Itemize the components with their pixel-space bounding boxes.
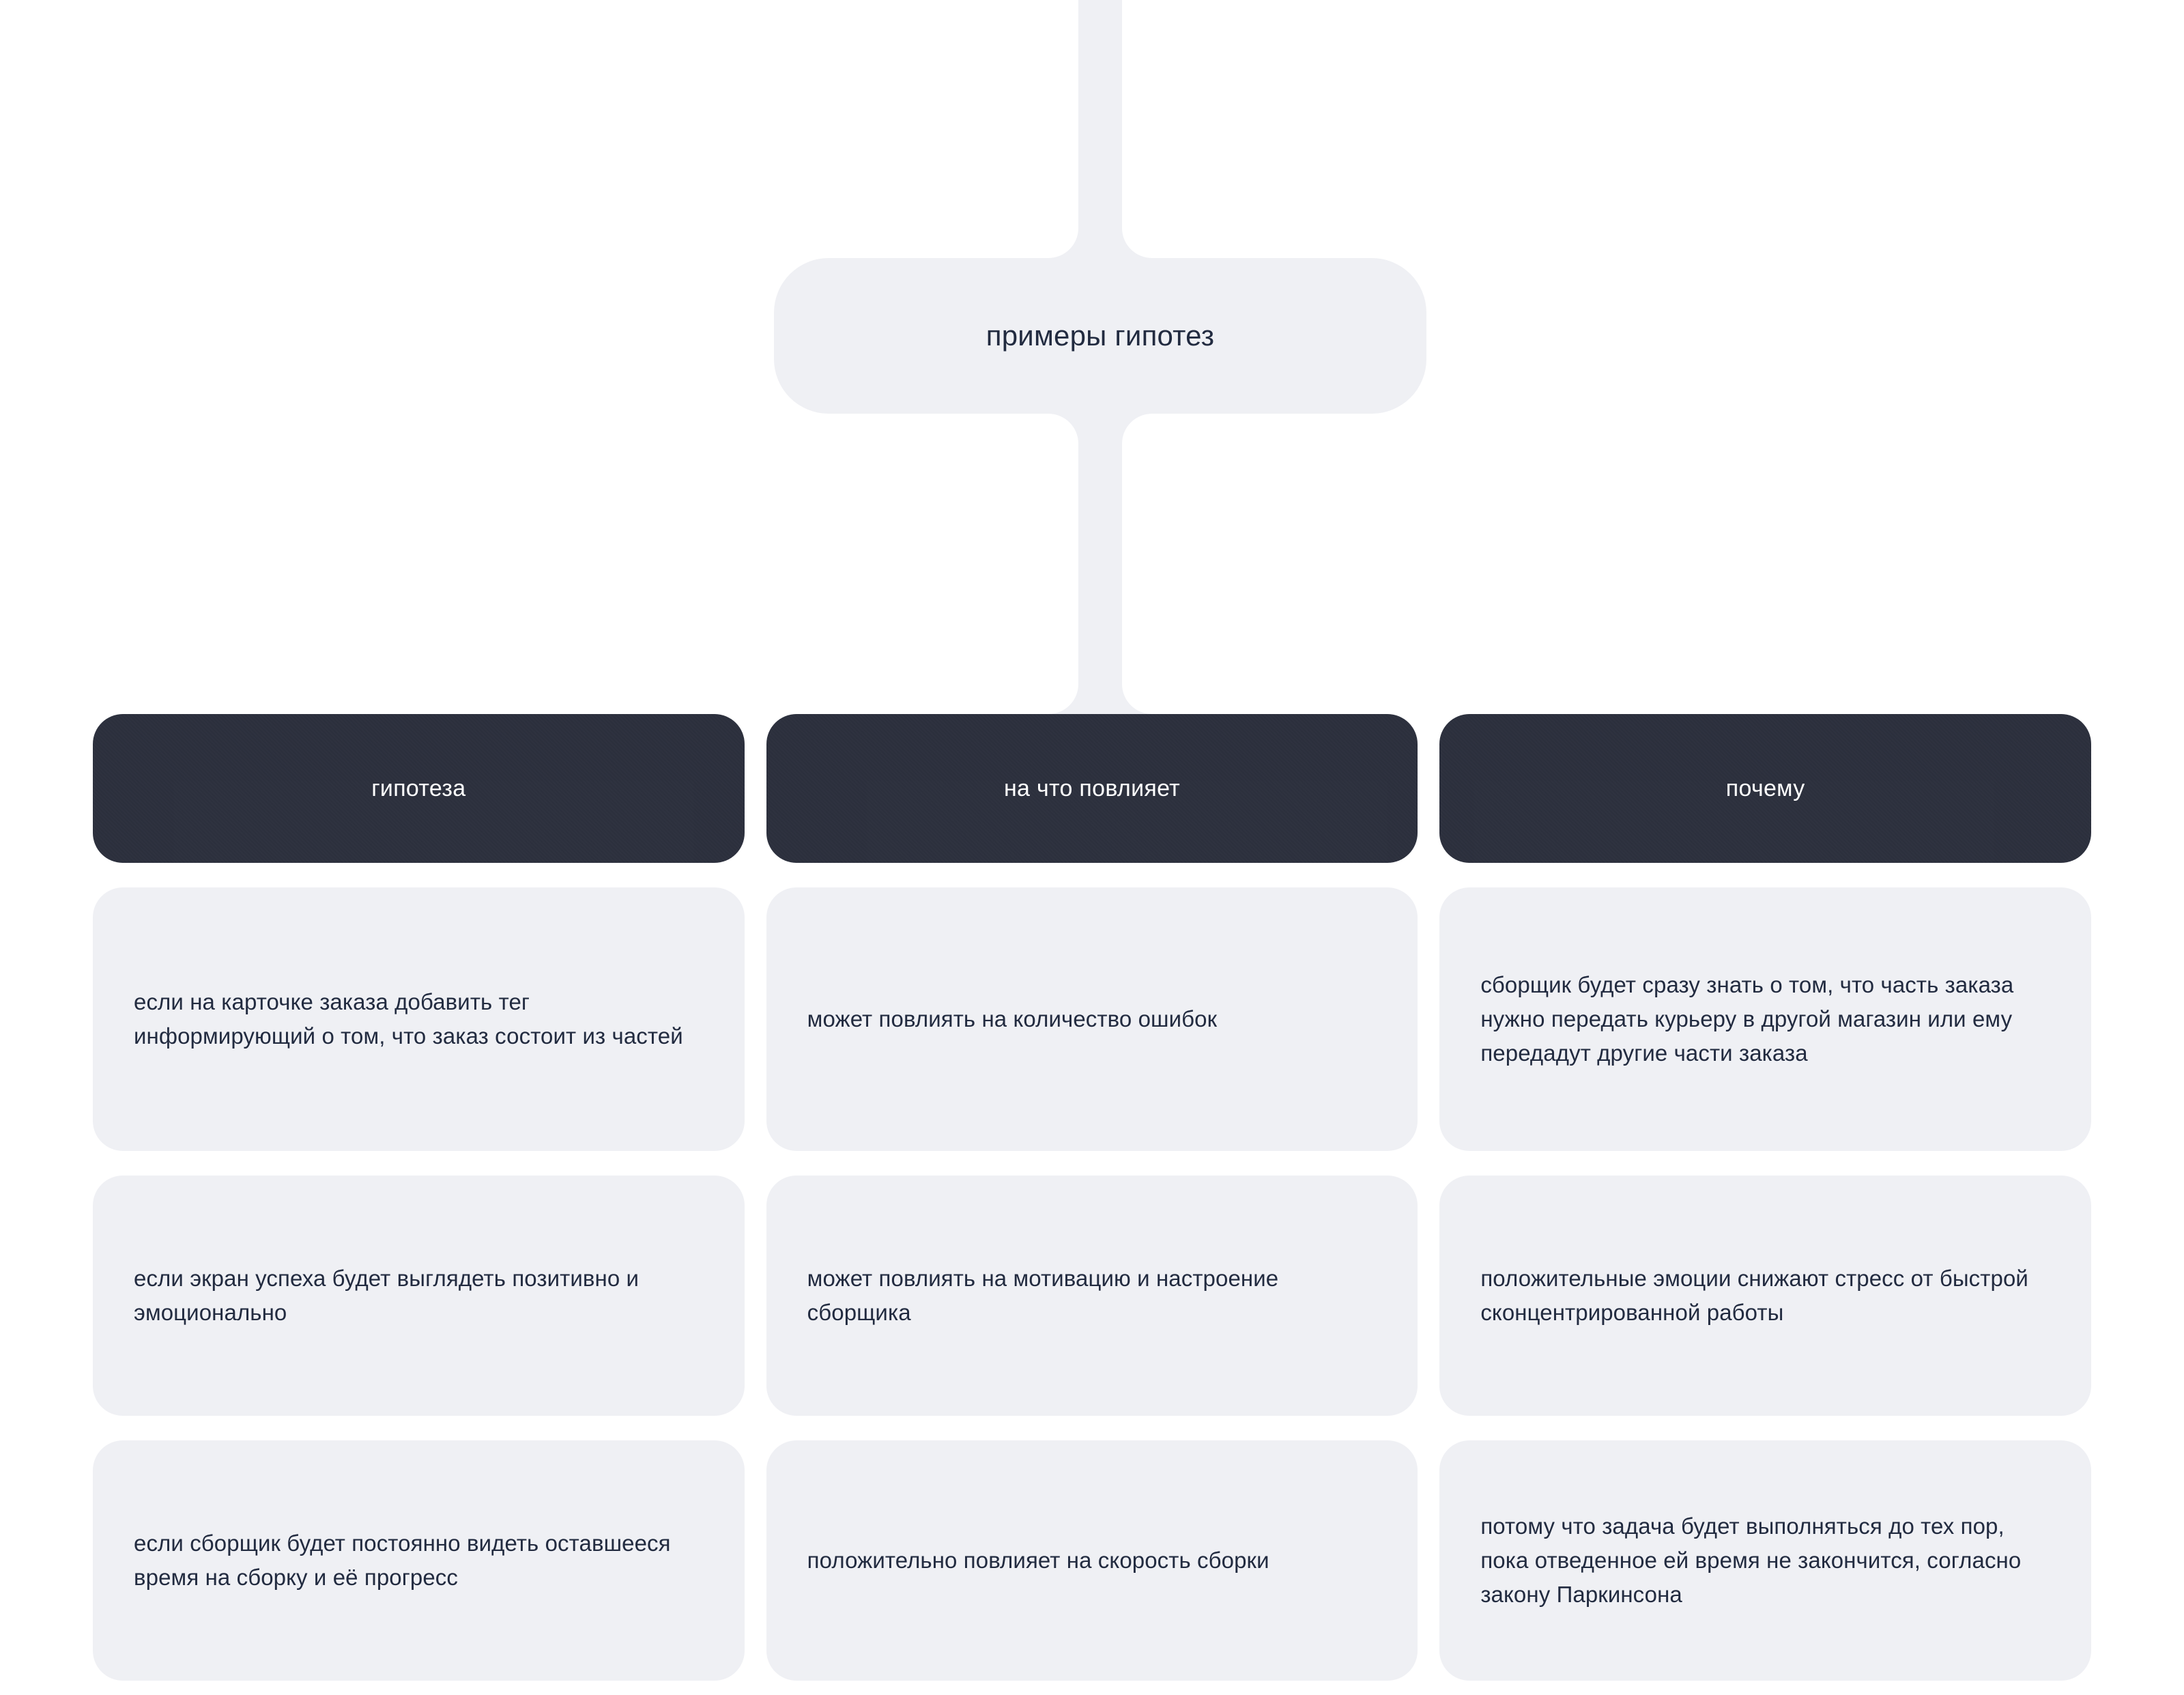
table-cell-label: может повлиять на мотивацию и настроение… (807, 1265, 1279, 1325)
table-cell-label: может повлиять на количество ошибок (807, 1006, 1218, 1031)
title-card: примеры гипотез (774, 258, 1426, 414)
connector-mid-fillet-top-left (1048, 414, 1078, 444)
table-cell-hypothesis: если экран успеха будет выглядеть позити… (93, 1176, 745, 1416)
table-cell-label: положительно повлияет на скорость сборки (807, 1547, 1269, 1573)
connector-top-fillet-right (1122, 228, 1152, 258)
table-header-label: гипотеза (371, 775, 466, 801)
table-header-why: почему (1439, 714, 2091, 863)
table-cell-label: положительные эмоции снижают стресс от б… (1480, 1265, 2028, 1325)
table-cell-why: потому что задача будет выполняться до т… (1439, 1440, 2091, 1681)
table-header-label: почему (1725, 775, 1805, 801)
table-header-label: на что повлияет (1003, 775, 1181, 801)
table-header-hypothesis: гипотеза (93, 714, 745, 863)
table-cell-label: сборщик будет сразу знать о том, что час… (1480, 971, 2014, 1066)
table-cell-label: если экран успеха будет выглядеть позити… (134, 1265, 640, 1325)
hypotheses-table: гипотеза на что повлияет почему если на … (93, 714, 2091, 1681)
table-cell-why: положительные эмоции снижают стресс от б… (1439, 1176, 2091, 1416)
table-cell-impact: может повлиять на мотивацию и настроение… (766, 1176, 1418, 1416)
table-cell-label: если сборщик будет постоянно видеть оста… (134, 1530, 671, 1590)
table-cell-hypothesis: если на карточке заказа добавить тег инф… (93, 887, 745, 1151)
connector-top-stem (1078, 0, 1122, 258)
table-header-impact: на что повлияет (766, 714, 1418, 863)
table-cell-impact: может повлиять на количество ошибок (766, 887, 1418, 1151)
connector-top-fillet-left (1048, 228, 1078, 258)
table-cell-label: потому что задача будет выполняться до т… (1480, 1513, 2022, 1608)
connector-mid-fillet-bottom-left (1048, 684, 1078, 714)
connector-mid-fillet-bottom-right (1122, 684, 1152, 714)
connector-mid-stem (1078, 414, 1122, 714)
table-cell-label: если на карточке заказа добавить тег инф… (134, 988, 683, 1049)
title-card-label: примеры гипотез (986, 319, 1215, 352)
table-cell-hypothesis: если сборщик будет постоянно видеть оста… (93, 1440, 745, 1681)
table-cell-impact: положительно повлияет на скорость сборки (766, 1440, 1418, 1681)
table-cell-why: сборщик будет сразу знать о том, что час… (1439, 887, 2091, 1151)
connector-mid-fillet-top-right (1122, 414, 1152, 444)
